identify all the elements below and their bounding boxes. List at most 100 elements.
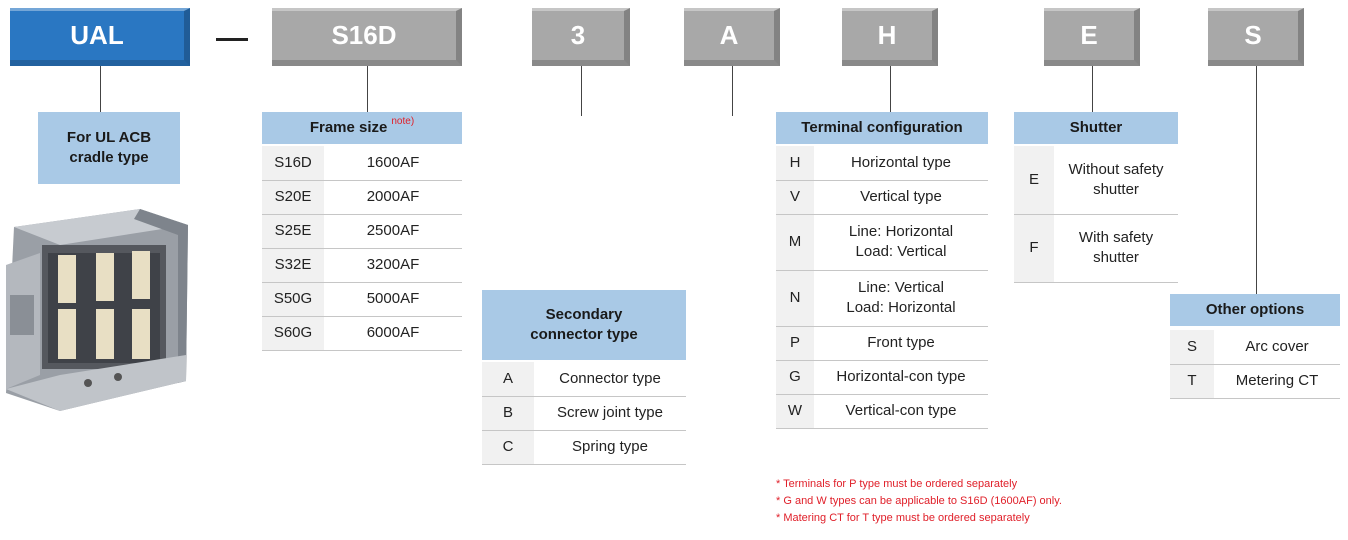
terminal-code: V: [776, 180, 814, 215]
code-box-other: S: [1208, 8, 1304, 66]
code-box-terminal: H: [842, 8, 938, 66]
frame-code: S60G: [262, 316, 324, 351]
ual-label-text: For UL ACB cradle type: [66, 128, 152, 166]
code-box-secondary: 3: [532, 8, 630, 66]
shutter-value: With safety shutter: [1054, 214, 1178, 283]
secondary-value: Connector type: [534, 362, 686, 397]
shutter-code: E: [1014, 146, 1054, 215]
frame-code: S50G: [262, 282, 324, 317]
shutter-line2: shutter: [1093, 249, 1139, 266]
other-value: Arc cover: [1214, 330, 1340, 365]
footnote: * G and W types can be applicable to S16…: [776, 495, 1062, 507]
secondary-code: A: [482, 362, 534, 397]
frame-size-title: Frame size: [309, 118, 388, 136]
secondary-code: C: [482, 430, 534, 465]
connector-line-ual: [100, 66, 101, 112]
terminal-code: M: [776, 214, 814, 271]
connector-line-other: [1256, 66, 1257, 294]
secondary-value: Spring type: [534, 430, 686, 465]
ual-label: For UL ACB cradle type: [38, 112, 180, 184]
frame-value: 2500AF: [324, 214, 462, 249]
terminal-configuration-title: Terminal configuration: [801, 118, 963, 136]
acb-cradle-image: [6, 209, 188, 411]
connector-line-frame: [367, 66, 368, 112]
frame-value: 5000AF: [324, 282, 462, 317]
frame-value: 3200AF: [324, 248, 462, 283]
other-code: S: [1170, 330, 1214, 365]
terminal-code: W: [776, 394, 814, 429]
frame-code: S32E: [262, 248, 324, 283]
terminal-value: Horizontal-con type: [814, 360, 988, 395]
other-options-header: Other options: [1170, 294, 1340, 326]
code-box-connector: A: [684, 8, 780, 66]
frame-value: 2000AF: [324, 180, 462, 215]
shutter-header: Shutter: [1014, 112, 1178, 144]
terminal-code: H: [776, 146, 814, 181]
footnote: * Matering CT for T type must be ordered…: [776, 512, 1030, 524]
shutter-code: F: [1014, 214, 1054, 283]
secondary-code: B: [482, 396, 534, 431]
terminal-line1: Line: Vertical: [858, 278, 944, 296]
footnote: * Terminals for P type must be ordered s…: [776, 478, 1018, 490]
code-box-frame: S16D: [272, 8, 462, 66]
connector-line-terminal: [890, 66, 891, 112]
terminal-code: G: [776, 360, 814, 395]
shutter-line1: With safety: [1078, 228, 1154, 246]
table-row: F With safety shutter: [1014, 214, 1178, 283]
shutter-title: Shutter: [1069, 118, 1123, 136]
other-value: Metering CT: [1214, 364, 1340, 399]
separator-dash: [216, 38, 248, 41]
connector-line-shutter: [1092, 66, 1093, 112]
frame-size-header: Frame size note): [262, 112, 462, 144]
terminal-line1: Line: Horizontal: [848, 222, 954, 240]
other-options-title: Other options: [1205, 300, 1305, 318]
terminal-code: N: [776, 270, 814, 327]
frame-code: S20E: [262, 180, 324, 215]
shutter-line1: Without safety: [1068, 160, 1164, 178]
terminal-line2: Load: Horizontal: [846, 299, 956, 316]
footnotes: * Terminals for P type must be ordered s…: [776, 476, 1062, 527]
connector-line-secondary: [581, 66, 582, 116]
connector-line-connector: [732, 66, 733, 116]
other-code: T: [1170, 364, 1214, 399]
secondary-value: Screw joint type: [534, 396, 686, 431]
secondary-connector-header: Secondary connector type: [482, 290, 686, 360]
frame-value: 6000AF: [324, 316, 462, 351]
frame-code: S25E: [262, 214, 324, 249]
terminal-configuration-header: Terminal configuration: [776, 112, 988, 144]
code-box-shutter: E: [1044, 8, 1140, 66]
code-box-ual: UAL: [10, 8, 190, 66]
frame-size-note: note): [391, 116, 415, 128]
frame-value: 1600AF: [324, 146, 462, 181]
terminal-code: P: [776, 326, 814, 361]
terminal-value: Vertical type: [814, 180, 988, 215]
terminal-value: Vertical-con type: [814, 394, 988, 429]
terminal-value: Front type: [814, 326, 988, 361]
